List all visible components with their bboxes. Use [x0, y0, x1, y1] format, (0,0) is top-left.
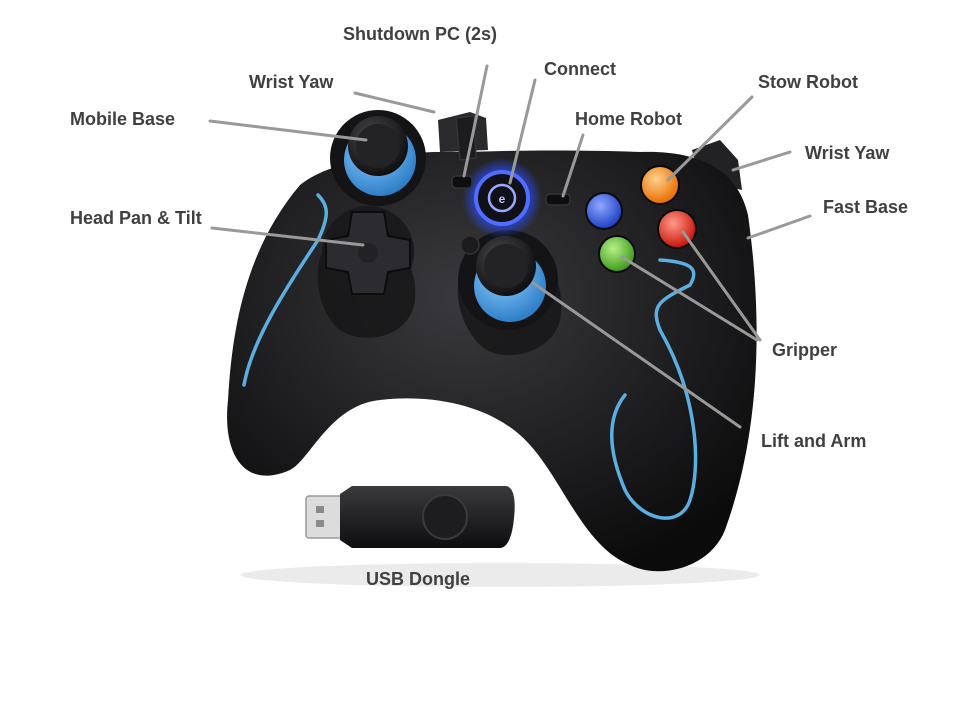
leader-stow-robot [666, 95, 754, 182]
label-mobile-base: Mobile Base [70, 109, 176, 129]
left-accent-trim [242, 193, 328, 387]
leader-home-robot [561, 133, 585, 198]
label-wrist-yaw-left: Wrist Yaw [249, 72, 334, 92]
face-button-green [598, 235, 636, 273]
label-wrist-yaw-right: Wrist Yaw [805, 143, 890, 163]
start-button [545, 193, 571, 206]
label-shutdown-pc: Shutdown PC (2s) [343, 24, 497, 44]
label-usb-dongle: USB Dongle [366, 569, 471, 589]
leader-head-pan-tilt [210, 226, 365, 247]
right-analog-stick [458, 230, 558, 330]
face-button-orange [640, 165, 680, 205]
floor-shadow [240, 563, 760, 587]
turbo-button [460, 235, 480, 255]
leader-wrist-yaw-right [731, 150, 792, 172]
face-button-blue [585, 192, 623, 230]
right-accent-trim [610, 258, 698, 520]
leader-gripper-red [681, 230, 762, 342]
usb-dongle-illustration [305, 486, 515, 548]
leader-fast-base [746, 214, 812, 240]
leader-gripper-green [620, 255, 759, 342]
d-pad [322, 206, 414, 298]
label-stow-robot: Stow Robot [758, 72, 858, 92]
label-fast-base: Fast Base [823, 197, 909, 217]
leader-lift-and-arm [531, 281, 742, 429]
leader-lines [208, 64, 812, 429]
select-button [451, 175, 473, 189]
connect-button: e [462, 158, 542, 238]
label-head-pan-tilt: Head Pan & Tilt [70, 208, 202, 228]
leader-wrist-yaw-left [353, 91, 436, 114]
leader-shutdown-pc [462, 64, 489, 178]
leader-connect [508, 78, 537, 185]
svg-text:e: e [499, 192, 506, 206]
label-home-robot: Home Robot [575, 109, 682, 129]
left-analog-stick [330, 110, 426, 206]
label-connect: Connect [544, 59, 616, 79]
label-gripper: Gripper [772, 340, 838, 360]
leader-mobile-base [208, 119, 368, 142]
label-lift-and-arm: Lift and Arm [761, 431, 867, 451]
